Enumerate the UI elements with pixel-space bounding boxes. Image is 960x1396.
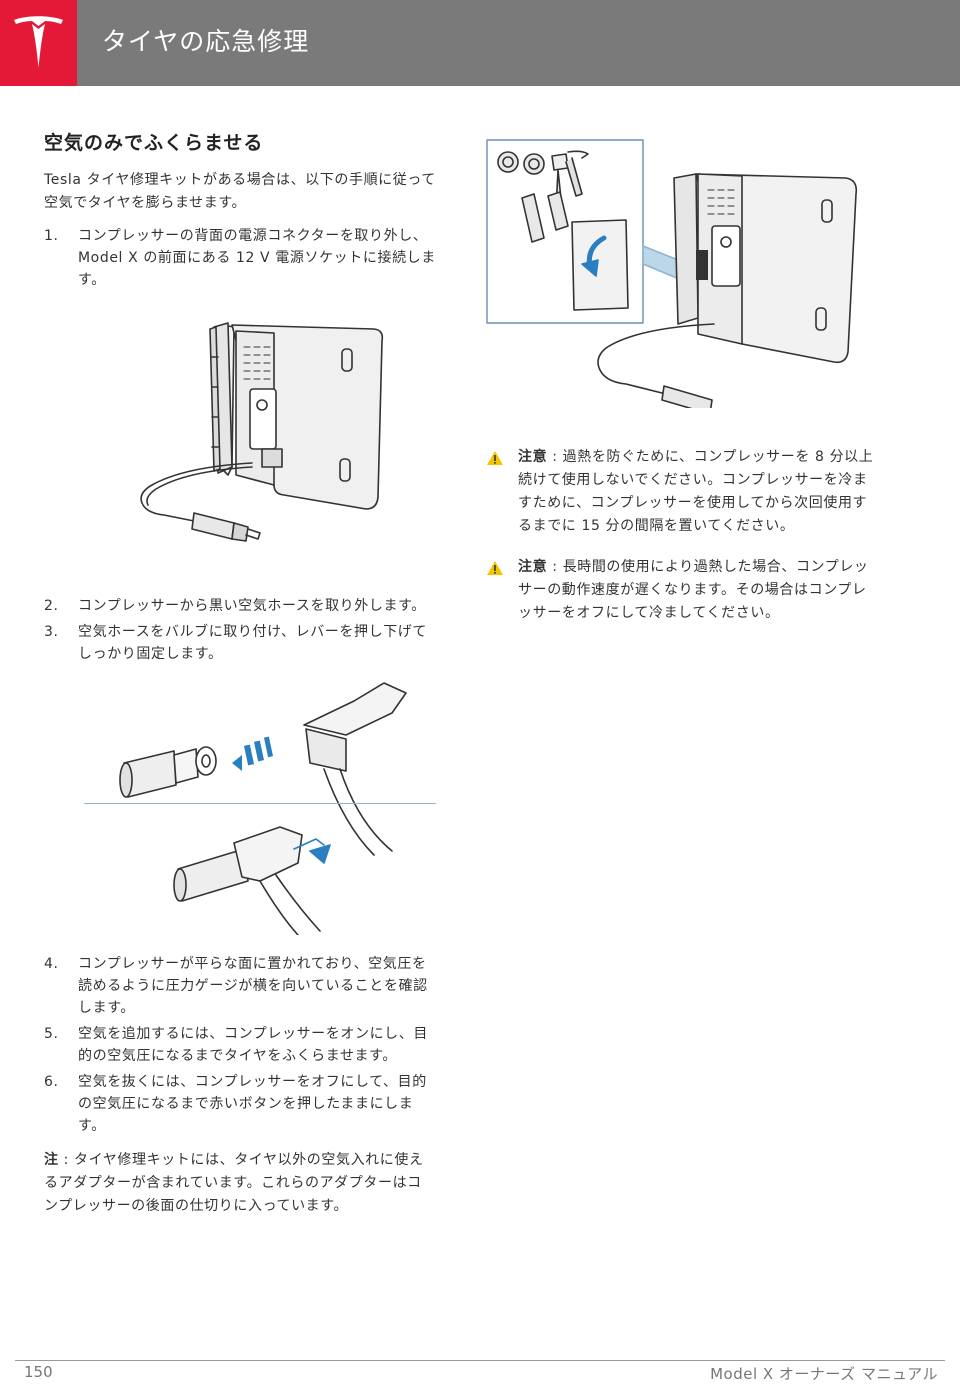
step-number: 1. xyxy=(44,228,59,244)
intro-paragraph: Tesla タイヤ修理キットがある場合は、以下の手順に従って空気でタイヤを膨らま… xyxy=(44,172,436,211)
right-column: 注意 : 過熱を防ぐために、コンプレッサーを 8 分以上続けて使用しないでくださ… xyxy=(486,138,878,625)
warning-triangle-icon xyxy=(487,561,503,575)
step-number: 2. xyxy=(44,598,59,614)
tesla-logo-icon xyxy=(14,16,63,68)
figure-divider xyxy=(84,803,436,804)
step-number: 4. xyxy=(44,956,59,972)
note-paragraph: 注 : タイヤ修理キットには、タイヤ以外の空気入れに使えるアダプターが含まれてい… xyxy=(44,1149,436,1218)
list-item: 2. コンプレッサーから黒い空気ホースを取り外します。 xyxy=(44,595,436,617)
step-text: コンプレッサーから黒い空気ホースを取り外します。 xyxy=(78,598,426,614)
caution-text: : 長時間の使用により過熱した場合、コンプレッサーの動作速度が遅くなります。その… xyxy=(518,559,869,621)
hose-valve-illustration xyxy=(84,675,436,945)
brand-logo-box xyxy=(0,0,77,86)
page-header: タイヤの応急修理 xyxy=(0,0,960,86)
footer-divider xyxy=(15,1360,945,1361)
caution-block: 注意 : 過熱を防ぐために、コンプレッサーを 8 分以上続けて使用しないでくださ… xyxy=(486,446,878,538)
caution-label: 注意 xyxy=(518,559,548,575)
step-text: 空気ホースをバルブに取り付け、レバーを押し下げてしっかり固定します。 xyxy=(78,624,427,662)
note-text: : タイヤ修理キットには、タイヤ以外の空気入れに使えるアダプターが含まれています… xyxy=(44,1152,424,1214)
page-number: 150 xyxy=(24,1363,53,1381)
step-text: 空気を抜くには、コンプレッサーをオフにして、目的の空気圧になるまで赤いボタンを押… xyxy=(78,1074,427,1134)
list-item: 3. 空気ホースをバルブに取り付け、レバーを押し下げてしっかり固定します。 xyxy=(44,621,436,665)
page-title: タイヤの応急修理 xyxy=(102,27,310,56)
steps-list-a: 1. コンプレッサーの背面の電源コネクターを取り外し、Model X の前面にあ… xyxy=(44,225,436,291)
section-title: 空気のみでふくらませる xyxy=(44,132,264,154)
list-item: 4. コンプレッサーが平らな面に置かれており、空気圧を読めるように圧力ゲージが横… xyxy=(44,953,436,1019)
left-column: 空気のみでふくらませる Tesla タイヤ修理キットがある場合は、以下の手順に従… xyxy=(44,128,436,1218)
steps-list-b: 2. コンプレッサーから黒い空気ホースを取り外します。 3. 空気ホースをバルブ… xyxy=(44,595,436,665)
warning-triangle-icon xyxy=(487,451,503,465)
list-item: 6. 空気を抜くには、コンプレッサーをオフにして、目的の空気圧になるまで赤いボタ… xyxy=(44,1071,436,1137)
list-item: 1. コンプレッサーの背面の電源コネクターを取り外し、Model X の前面にあ… xyxy=(44,225,436,291)
steps-list-c: 4. コンプレッサーが平らな面に置かれており、空気圧を読めるように圧力ゲージが横… xyxy=(44,953,436,1137)
step-text: コンプレッサーの背面の電源コネクターを取り外し、Model X の前面にある 1… xyxy=(78,228,436,288)
step-number: 6. xyxy=(44,1074,59,1090)
note-label: 注 xyxy=(44,1152,59,1168)
compressor-power-illustration xyxy=(124,317,424,585)
step-text: 空気を追加するには、コンプレッサーをオンにし、目的の空気圧になるまでタイヤをふく… xyxy=(78,1026,428,1064)
adapters-compartment-illustration xyxy=(486,138,866,415)
step-number: 5. xyxy=(44,1026,59,1042)
caution-block: 注意 : 長時間の使用により過熱した場合、コンプレッサーの動作速度が遅くなります… xyxy=(486,556,878,625)
step-text: コンプレッサーが平らな面に置かれており、空気圧を読めるように圧力ゲージが横を向い… xyxy=(78,956,428,1016)
list-item: 5. 空気を追加するには、コンプレッサーをオンにし、目的の空気圧になるまでタイヤ… xyxy=(44,1023,436,1067)
caution-label: 注意 xyxy=(518,449,548,465)
footer-manual-title: Model X オーナーズ マニュアル xyxy=(710,1365,938,1383)
step-number: 3. xyxy=(44,624,59,640)
caution-text: : 過熱を防ぐために、コンプレッサーを 8 分以上続けて使用しないでください。コ… xyxy=(518,449,874,534)
